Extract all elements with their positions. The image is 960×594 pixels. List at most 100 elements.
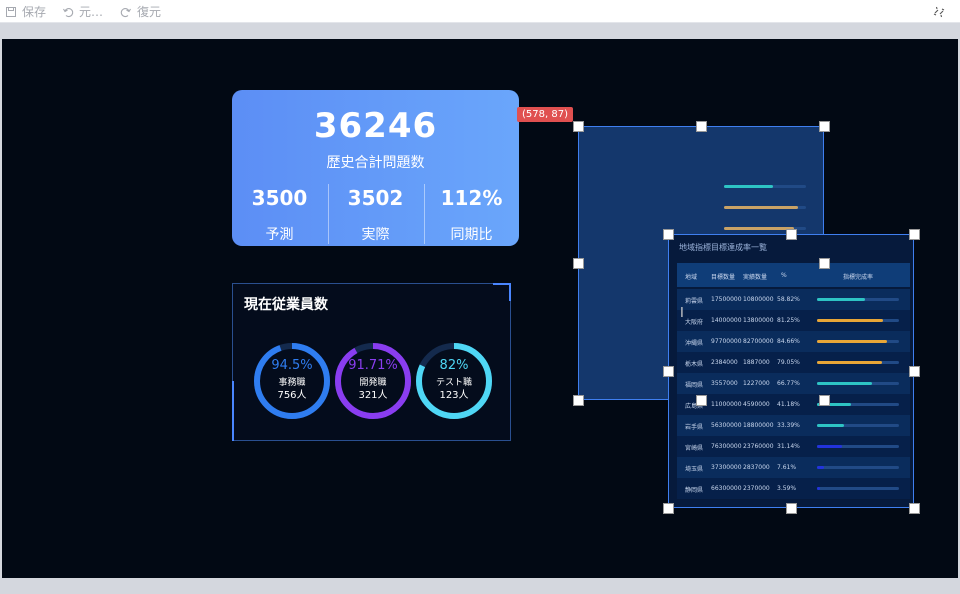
ghost-progress-fill xyxy=(724,206,798,209)
unlink-icon xyxy=(933,6,945,17)
resize-handle[interactable] xyxy=(573,395,584,406)
resize-handle[interactable] xyxy=(909,229,920,240)
ring-arc xyxy=(335,343,411,419)
cell-actual: 82700000 xyxy=(743,338,774,345)
save-icon xyxy=(6,6,16,17)
completion-fill xyxy=(817,319,884,322)
cell-target: 3557000 xyxy=(711,380,738,387)
stat-divider xyxy=(328,184,329,244)
completion-fill xyxy=(817,382,872,385)
toolbar: 保存 元… 復元 xyxy=(0,0,960,23)
cell-actual: 4590000 xyxy=(743,401,770,408)
completion-track xyxy=(817,298,899,301)
cell-target: 2384000 xyxy=(711,359,738,366)
redo-icon xyxy=(120,7,131,17)
cell-actual: 2837000 xyxy=(743,464,770,471)
completion-fill xyxy=(817,340,887,343)
ghost-progress-track xyxy=(724,206,806,209)
cell-name: 沖縄県 xyxy=(685,340,704,347)
ring-role: 開発職 xyxy=(359,378,387,388)
resize-handle[interactable] xyxy=(909,366,920,377)
cell-rate: 81.25% xyxy=(777,317,800,324)
editor-canvas[interactable]: 36246 歴史合計問題数 3500 予測 3502 実際 112% 同期比 現… xyxy=(2,39,958,578)
col-header: % xyxy=(781,272,787,279)
completion-fill xyxy=(817,487,821,490)
cell-name: 岩手県 xyxy=(685,424,704,431)
cell-target: 56300000 xyxy=(711,422,742,429)
completion-fill xyxy=(817,424,845,427)
cell-rate: 58.82% xyxy=(777,296,800,303)
completion-track xyxy=(817,445,899,448)
cell-target: 97700000 xyxy=(711,338,742,345)
cell-actual: 23760000 xyxy=(743,443,774,450)
completion-fill xyxy=(817,466,824,469)
completion-track xyxy=(817,487,899,490)
completion-track xyxy=(817,361,899,364)
cell-actual: 10800000 xyxy=(743,296,774,303)
resize-handle[interactable] xyxy=(786,229,797,240)
ring-chart xyxy=(416,343,492,419)
stat-value: 112% xyxy=(440,186,503,210)
completion-track xyxy=(817,403,899,406)
ring-clerical: 94.5% 事務職 756人 xyxy=(252,341,332,421)
position-tooltip: (578, 87) xyxy=(517,107,573,122)
ring-percent: 82% xyxy=(439,358,469,373)
stat-value: 3502 xyxy=(347,186,404,210)
cell-actual: 13800000 xyxy=(743,317,774,324)
resize-handle[interactable] xyxy=(663,503,674,514)
completion-track xyxy=(817,466,899,469)
undo-button[interactable]: 元… xyxy=(62,0,103,23)
resize-handle[interactable] xyxy=(819,121,830,132)
stats-card[interactable]: 36246 歴史合計問題数 3500 予測 3502 実際 112% 同期比 xyxy=(232,90,519,246)
ghost-progress-fill xyxy=(724,227,794,230)
stat-forecast: 3500 予測 xyxy=(232,186,327,244)
cell-target: 37300000 xyxy=(711,464,742,471)
stat-yoy: 112% 同期比 xyxy=(424,186,519,244)
resize-handle[interactable] xyxy=(819,258,830,269)
ring-role: テスト職 xyxy=(435,378,472,388)
stat-label: 実際 xyxy=(361,227,390,243)
completion-fill xyxy=(817,298,866,301)
ring-percent: 94.5% xyxy=(271,358,313,373)
staff-panel-title: 現在従業員数 xyxy=(244,297,328,313)
text-cursor-icon: I xyxy=(680,306,684,321)
cell-target: 76300000 xyxy=(711,443,742,450)
resize-handle[interactable] xyxy=(909,503,920,514)
redo-button[interactable]: 復元 xyxy=(120,0,161,23)
resize-handle[interactable] xyxy=(696,395,707,406)
staff-panel[interactable]: 現在従業員数 94.5% 事務職 756人 91.71% 開発職 321人 82… xyxy=(232,283,511,441)
cell-actual: 1887000 xyxy=(743,359,770,366)
ring-role: 事務職 xyxy=(278,378,306,388)
resize-handle[interactable] xyxy=(696,121,707,132)
resize-handle[interactable] xyxy=(573,121,584,132)
col-header: 地域 xyxy=(685,274,698,281)
stat-label: 同期比 xyxy=(450,227,493,243)
col-header: 目標数量 xyxy=(711,274,736,281)
resize-handle[interactable] xyxy=(786,503,797,514)
stat-actual: 3502 実際 xyxy=(328,186,423,244)
save-button[interactable]: 保存 xyxy=(5,0,46,23)
resize-handle[interactable] xyxy=(663,366,674,377)
resize-handle[interactable] xyxy=(819,395,830,406)
resize-handle[interactable] xyxy=(663,229,674,240)
completion-track xyxy=(817,340,899,343)
ring-count: 756人 xyxy=(277,390,307,401)
unlink-button[interactable] xyxy=(933,0,945,23)
completion-fill xyxy=(817,445,843,448)
ring-chart xyxy=(335,343,411,419)
resize-handle[interactable] xyxy=(573,258,584,269)
cell-name: 莉雲県 xyxy=(685,298,704,305)
cell-name: 大阪府 xyxy=(685,319,704,326)
undo-icon xyxy=(63,7,74,17)
